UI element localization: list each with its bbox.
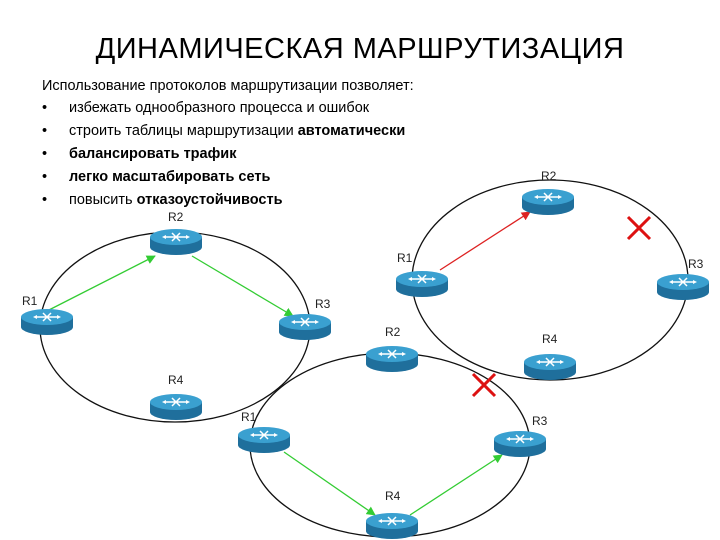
router-icon (395, 270, 449, 298)
bullet-item: • легко масштабировать сеть (42, 169, 405, 192)
bullet-marker: • (42, 169, 48, 185)
bullet-item: • строить таблицы маршрутизации автоматич… (42, 123, 405, 146)
router-label: R1 (22, 294, 38, 308)
traffic-arrow (439, 211, 531, 271)
router-icon (523, 353, 577, 381)
traffic-arrow (44, 255, 156, 313)
bullet-marker: • (42, 100, 48, 116)
bullet-bold-text: балансировать трафик (69, 146, 237, 162)
router-icon (149, 393, 203, 421)
intro-text: Использование протоколов маршрутизации п… (42, 78, 414, 94)
router-label: R2 (385, 325, 401, 339)
router-icon (493, 430, 547, 458)
router-label: R1 (241, 410, 257, 424)
slide-title: ДИНАМИЧЕСКАЯ МАРШРУТИЗАЦИЯ (95, 33, 625, 65)
benefits-list: • избежать однообразного процесса и ошибо… (42, 100, 405, 215)
router-icon (365, 345, 419, 373)
bullet-text: строить таблицы маршрутизации (69, 123, 298, 139)
router-label: R2 (541, 169, 557, 183)
bullet-item: • избежать однообразного процесса и ошибо… (42, 100, 405, 123)
bullet-text: повысить (69, 192, 137, 208)
diagram-failover-bottom: R2 R1 R3 R4 (237, 325, 548, 540)
router-icon (149, 228, 203, 256)
router-label: R4 (542, 332, 558, 346)
router-label: R2 (168, 210, 184, 224)
bullet-marker: • (42, 192, 48, 208)
bullet-bold-text: отказоустойчивость (136, 192, 283, 208)
router-label: R1 (397, 251, 413, 265)
router-label: R3 (315, 297, 331, 311)
diagram-failover-top: R1 R2 R3 R4 (395, 169, 710, 381)
router-label: R4 (168, 373, 184, 387)
router-icon (521, 188, 575, 216)
router-label: R3 (532, 414, 548, 428)
router-icon (656, 273, 710, 301)
bullet-bold-text: автоматически (297, 123, 406, 139)
router-label: R4 (385, 489, 401, 503)
diagram-balancing: R1 R2 R3 R4 (20, 210, 332, 423)
traffic-arrow (283, 451, 376, 516)
cross-icon (626, 215, 652, 241)
bullet-marker: • (42, 146, 48, 162)
bullet-bold-text: легко масштабировать сеть (69, 169, 271, 185)
router-icon (20, 308, 74, 336)
bullet-item: • повысить отказоустойчивость (42, 192, 405, 215)
bullet-text: избежать однообразного процесса и ошибок (69, 100, 370, 116)
traffic-arrow (409, 454, 503, 516)
router-icon (237, 426, 291, 454)
bullet-marker: • (42, 123, 48, 139)
ring-link (39, 231, 311, 423)
bullet-item: • балансировать трафик (42, 146, 405, 169)
router-icon (278, 313, 332, 341)
router-icon (365, 512, 419, 540)
router-label: R3 (688, 257, 704, 271)
traffic-arrow (191, 255, 294, 317)
